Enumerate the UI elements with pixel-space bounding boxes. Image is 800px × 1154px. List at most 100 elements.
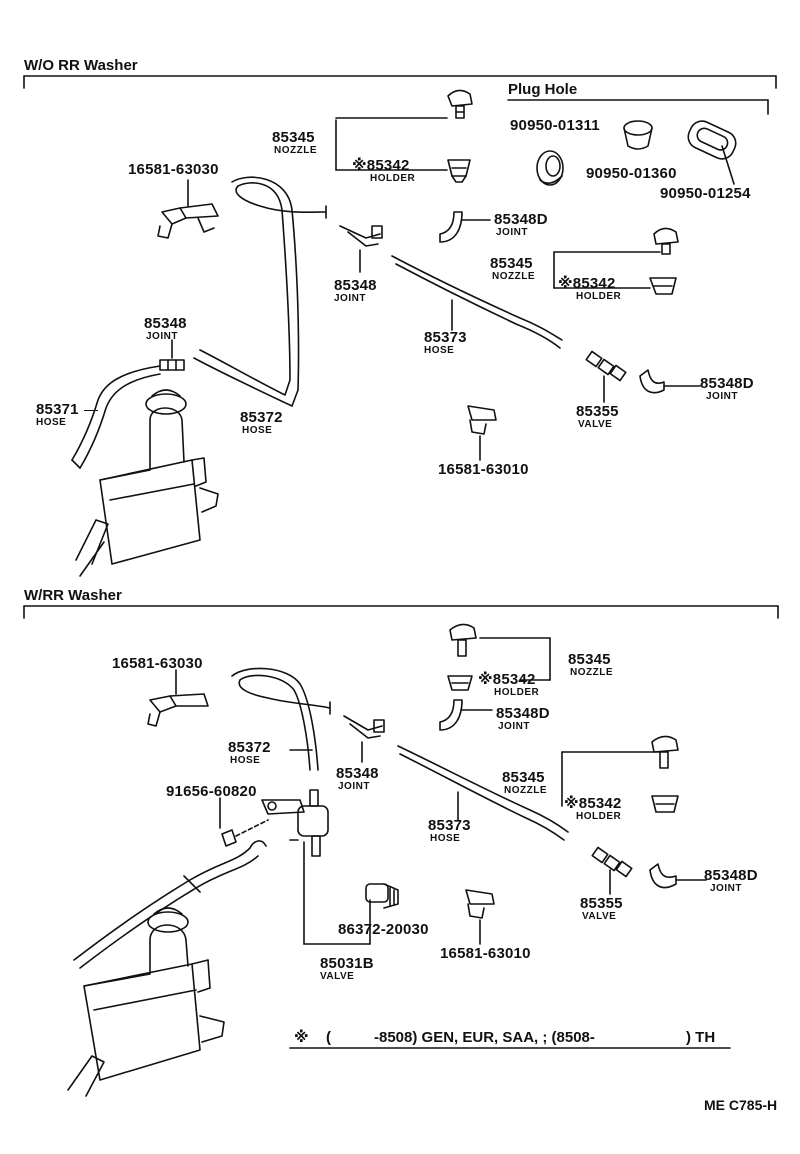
bottom-joint-d-2 bbox=[649, 863, 707, 889]
top-holder-2 bbox=[649, 277, 677, 295]
top-section-frame bbox=[23, 75, 777, 89]
bottom-nozzle-1 bbox=[449, 623, 477, 657]
top-joint-85348d-1 bbox=[439, 211, 491, 243]
plug-1254-label: 90950-01254 bbox=[660, 185, 751, 202]
bottom-holder-name: HOLDER bbox=[494, 687, 540, 698]
bottom-bolt-label: 91656-60820 bbox=[166, 783, 257, 800]
top-hose-85372 bbox=[193, 176, 327, 407]
bottom-holder-1 bbox=[447, 675, 473, 691]
bottom-joint-d2-name: JOINT bbox=[710, 883, 742, 894]
bottom-check-valve-number: 85031B bbox=[320, 955, 374, 972]
plug-hole-frame bbox=[507, 99, 769, 115]
bottom-joint-d2-number: 85348D bbox=[704, 867, 758, 884]
bottom-hose73-number: 85373 bbox=[428, 817, 471, 834]
bottom-joint-d1-number: 85348D bbox=[496, 705, 550, 722]
top-hose73-name: HOSE bbox=[424, 345, 455, 356]
bottom-nozzle-number: 85345 bbox=[568, 651, 611, 668]
footnote-range: -8508) GEN, EUR, SAA, ; (8508- bbox=[374, 1029, 595, 1046]
bottom-nozzle-bracket bbox=[479, 637, 551, 681]
bottom-nozzle2-number: 85345 bbox=[502, 769, 545, 786]
bottom-holder-2 bbox=[651, 795, 679, 813]
top-hose72-number: 85372 bbox=[240, 409, 283, 426]
bottom-washer-tank bbox=[67, 907, 225, 1097]
bottom-valve-85355 bbox=[591, 846, 633, 895]
bottom-check-valve-name: VALVE bbox=[320, 971, 355, 982]
plug-1254 bbox=[687, 120, 737, 185]
top-nozzle-bracket-2 bbox=[553, 251, 661, 289]
top-joint-d1-number: 85348D bbox=[494, 211, 548, 228]
bottom-nozzle-name: NOZZLE bbox=[570, 667, 613, 678]
top-hose71-name: HOSE bbox=[36, 417, 67, 428]
top-hose71-leader bbox=[84, 410, 98, 411]
top-hose72-name: HOSE bbox=[242, 425, 273, 436]
top-nozzle2-number: 85345 bbox=[490, 255, 533, 272]
top-joint-85348-small bbox=[159, 339, 185, 371]
bottom-clamp-63010-label: 16581-63010 bbox=[440, 945, 531, 962]
top-holder-number: ※85342 bbox=[352, 157, 410, 174]
top-clamp-63030-label: 16581-63030 bbox=[128, 161, 219, 178]
bottom-hose72-number: 85372 bbox=[228, 739, 271, 756]
top-joint-d2-number: 85348D bbox=[700, 375, 754, 392]
top-joint-85348-y bbox=[339, 225, 383, 273]
footnote-close: ) TH bbox=[686, 1029, 716, 1046]
bottom-hose73-name: HOSE bbox=[430, 833, 461, 844]
top-joint2-number: 85348 bbox=[144, 315, 187, 332]
bottom-hose-85373 bbox=[397, 745, 569, 841]
bottom-joint-85348-y bbox=[343, 715, 385, 763]
top-hose-85373 bbox=[391, 255, 563, 349]
bottom-section-frame bbox=[23, 605, 779, 619]
bottom-joint-d1-name: JOINT bbox=[498, 721, 530, 732]
top-nozzle-1 bbox=[447, 89, 473, 119]
bottom-nozzle-bracket-2 bbox=[561, 751, 661, 807]
top-joint2-name: JOINT bbox=[146, 331, 178, 342]
footnote-mark: ※ bbox=[294, 1029, 309, 1046]
top-hose71-number: 85371 bbox=[36, 401, 79, 418]
bottom-clamp-63030-label: 16581-63030 bbox=[112, 655, 203, 672]
section-title-plug-hole: Plug Hole bbox=[508, 81, 578, 98]
top-joint-number: 85348 bbox=[334, 277, 377, 294]
top-nozzle2-name: NOZZLE bbox=[492, 271, 535, 282]
plug-1311 bbox=[536, 150, 564, 186]
top-holder-1 bbox=[447, 159, 471, 183]
top-holder2-number: ※85342 bbox=[558, 275, 616, 292]
plug-1311-label: 90950-01311 bbox=[510, 117, 600, 134]
top-nozzle-2 bbox=[653, 227, 679, 255]
top-joint-85348d-2 bbox=[639, 369, 701, 394]
bottom-nozzle2-name: NOZZLE bbox=[504, 785, 547, 796]
top-holder-name: HOLDER bbox=[370, 173, 416, 184]
bottom-hose-85372 bbox=[231, 667, 331, 771]
bottom-clamp-63030 bbox=[147, 669, 209, 727]
bottom-joint-d-1 bbox=[439, 699, 493, 731]
bottom-joint-name: JOINT bbox=[338, 781, 370, 792]
top-hose73-number: 85373 bbox=[424, 329, 467, 346]
section-title-wo-rr: W/O RR Washer bbox=[24, 57, 138, 74]
top-nozzle-name: NOZZLE bbox=[274, 145, 317, 156]
footnote: ※ ( -8508) GEN, EUR, SAA, ; (8508- ) TH bbox=[294, 1030, 734, 1048]
top-clamp-63030 bbox=[157, 179, 219, 239]
bottom-hoses-to-tank bbox=[73, 840, 267, 969]
bottom-nozzle-2 bbox=[651, 735, 679, 769]
top-holder2-name: HOLDER bbox=[576, 291, 622, 302]
bottom-joint-number: 85348 bbox=[336, 765, 379, 782]
footnote-open: ( bbox=[326, 1029, 331, 1046]
bottom-holder2-name: HOLDER bbox=[576, 811, 622, 822]
top-nozzle-bracket bbox=[335, 117, 448, 171]
top-joint-name: JOINT bbox=[334, 293, 366, 304]
top-valve-name: VALVE bbox=[578, 419, 613, 430]
bottom-hose72-name: HOSE bbox=[230, 755, 261, 766]
top-valve-85355 bbox=[585, 350, 627, 403]
top-joint-d1-name: JOINT bbox=[496, 227, 528, 238]
diagram-reference-code: ME C785-H bbox=[704, 1097, 778, 1113]
bottom-bolt-91656 bbox=[219, 797, 269, 847]
top-washer-tank bbox=[75, 389, 219, 577]
plug-1360-label: 90950-01360 bbox=[586, 165, 677, 182]
bottom-grommet-86372 bbox=[365, 883, 399, 909]
bottom-clamp-63010 bbox=[465, 889, 495, 945]
bottom-valve-name: VALVE bbox=[582, 911, 617, 922]
bottom-holder-number: ※85342 bbox=[478, 671, 536, 688]
top-valve-number: 85355 bbox=[576, 403, 619, 420]
bottom-grommet-label: 86372-20030 bbox=[338, 921, 429, 938]
top-clamp-63010-label: 16581-63010 bbox=[438, 461, 529, 478]
section-title-w-rr: W/RR Washer bbox=[24, 587, 122, 604]
